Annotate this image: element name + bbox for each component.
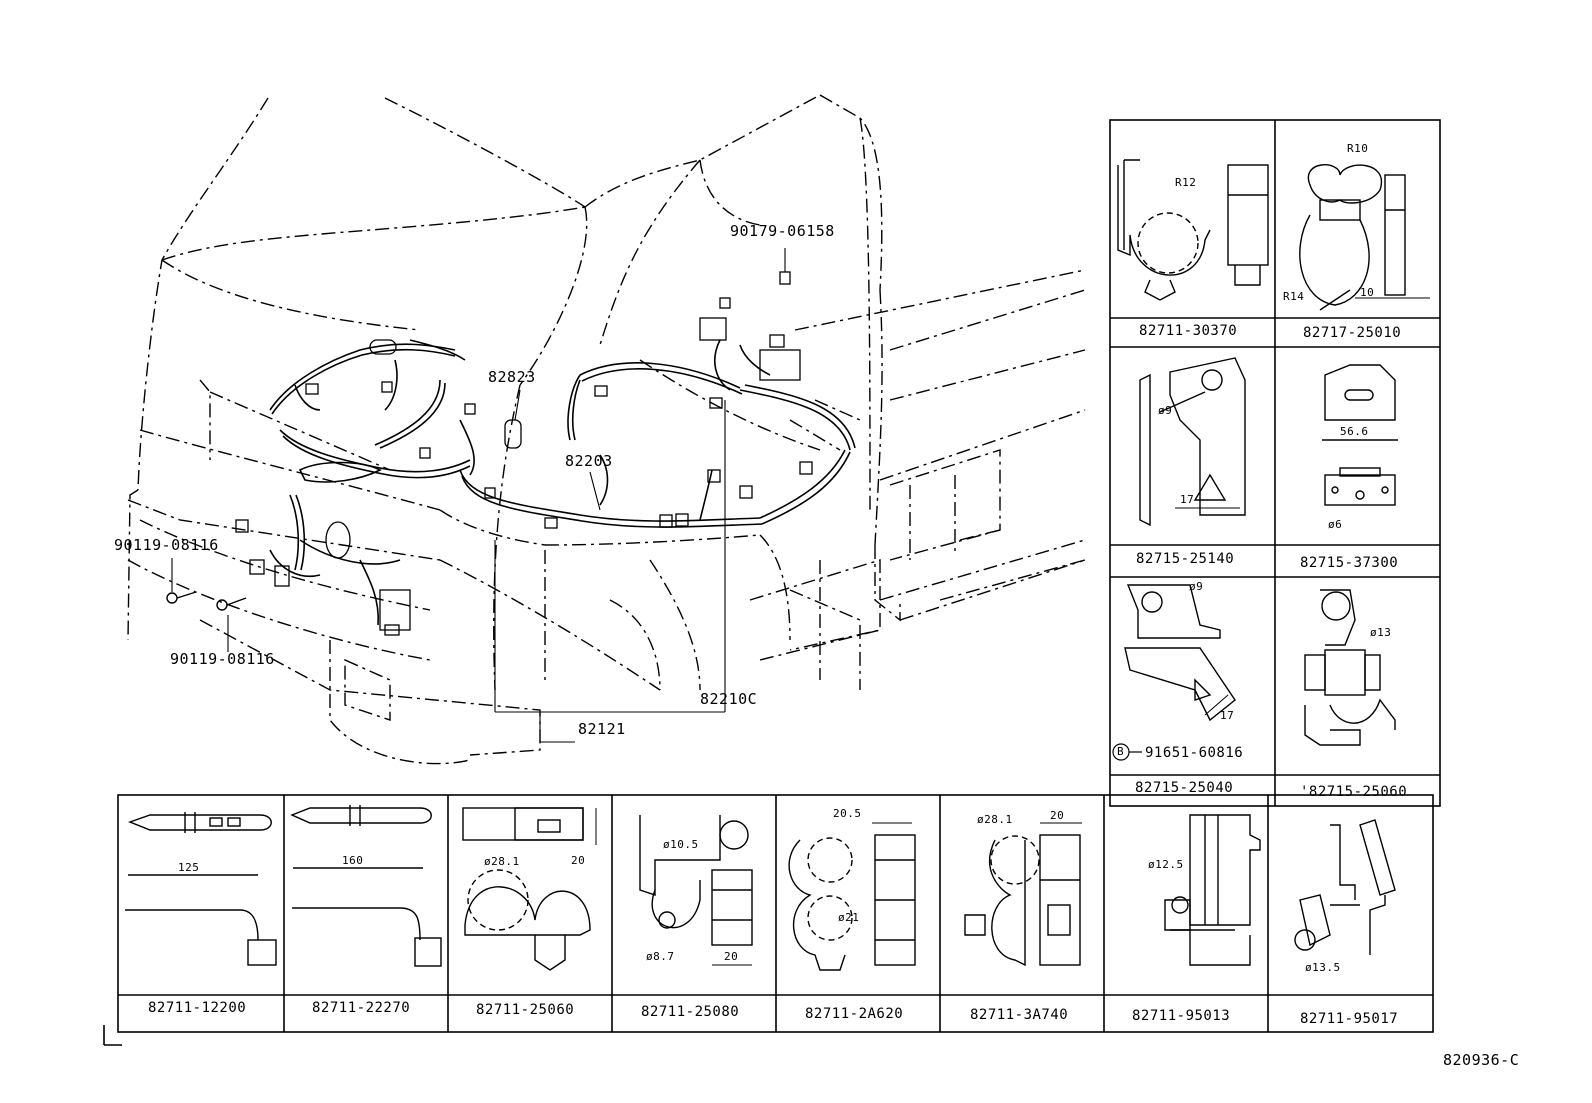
dim-label: ø8.7	[646, 950, 675, 963]
part-label: 82715-25140	[1136, 551, 1235, 567]
dimension-arrows	[128, 297, 1430, 966]
part-label: 82711-2A620	[805, 1006, 904, 1022]
callout-82823: 82823	[488, 368, 536, 386]
bolt-icons	[166, 591, 247, 611]
dim-label: 56.6	[1340, 425, 1369, 438]
part-label: 82711-25080	[641, 1004, 740, 1020]
part-label: 82717-25010	[1303, 325, 1402, 341]
part-label: 82711-30370	[1139, 323, 1238, 339]
dim-label: ø9	[1158, 404, 1173, 417]
dim-label: 20	[1050, 809, 1065, 822]
footer-code: 820936-C	[1443, 1051, 1520, 1069]
clip-sketch-82711-30370	[1117, 159, 1269, 301]
clip-sketch-82715-25060	[1304, 589, 1396, 746]
part-label: 82711-95017	[1300, 1011, 1399, 1027]
clip-sketch-82711-12200	[125, 812, 277, 966]
clip-sketch-82711-3A740	[964, 834, 1081, 967]
dim-label: ø28.1	[484, 855, 520, 868]
dim-label: 160	[342, 854, 364, 867]
callout-90119-08116-b: 90119-08116	[170, 650, 275, 668]
clip-sketch-82715-25040	[1124, 584, 1236, 722]
harness-connectors	[235, 271, 813, 636]
dim-label: 17	[1180, 493, 1195, 506]
callout-82203: 82203	[565, 452, 613, 470]
dim-label: R12	[1175, 176, 1197, 189]
dim-label: ø28.1	[977, 813, 1013, 826]
part-label: 82715-25040	[1135, 780, 1234, 796]
clip-sketch-82711-22270	[290, 805, 442, 967]
circled-mark-letter: B	[1117, 745, 1125, 758]
dim-label: R14	[1283, 290, 1305, 303]
part-label: 82715-37300	[1300, 555, 1399, 571]
part-label: 82711-25060	[476, 1002, 575, 1018]
dim-label: ø9	[1189, 580, 1204, 593]
dim-label: ø12.5	[1148, 858, 1184, 871]
dim-label: 20	[571, 854, 586, 867]
callout-82121: 82121	[578, 720, 626, 738]
part-label: 82711-3A740	[970, 1007, 1069, 1023]
dim-label: 125	[178, 861, 200, 874]
dim-label: 10	[1360, 286, 1375, 299]
callout-82210C: 82210C	[700, 690, 758, 708]
part-label: 82711-22270	[312, 1000, 411, 1016]
dim-label: ø13	[1370, 626, 1392, 639]
leader-lines	[171, 248, 786, 743]
dim-label: 20.5	[833, 807, 862, 820]
bottom-parts-grid	[103, 794, 1434, 1046]
dim-label: R10	[1347, 142, 1369, 155]
clip-sketch-82711-2A620	[788, 834, 916, 971]
callout-90179-06158: 90179-06158	[730, 222, 835, 240]
part-label: '82715-25060	[1300, 784, 1408, 800]
circled-b-mark	[1112, 743, 1142, 761]
right-parts-grid	[1109, 119, 1441, 807]
wire-harness	[269, 339, 856, 626]
clip-sketch-82711-95013	[1164, 814, 1261, 966]
dim-label: ø13.5	[1305, 961, 1341, 974]
part-label: 82711-12200	[148, 1000, 247, 1016]
dim-label: ø10.5	[663, 838, 699, 851]
dim-label: 17	[1220, 709, 1235, 722]
callout-90119-08116-a: 90119-08116	[114, 536, 219, 554]
clip-sketch-82711-25060	[462, 807, 591, 971]
clip-sketch-82717-25010	[1299, 164, 1406, 311]
dim-label: 20	[724, 950, 739, 963]
clip-sketch-82711-25080	[639, 815, 753, 946]
truck-body-outline	[127, 94, 1086, 765]
clip-sketch-82715-25140	[1139, 357, 1246, 527]
clip-sketch-82711-95017	[1294, 819, 1396, 955]
part-label: 82711-95013	[1132, 1008, 1231, 1024]
sub-part-label: 91651-60816	[1145, 745, 1244, 761]
dim-label: ø6	[1328, 518, 1343, 531]
clip-sketch-82715-37300	[1322, 364, 1398, 506]
dim-label: ø21	[838, 911, 860, 924]
